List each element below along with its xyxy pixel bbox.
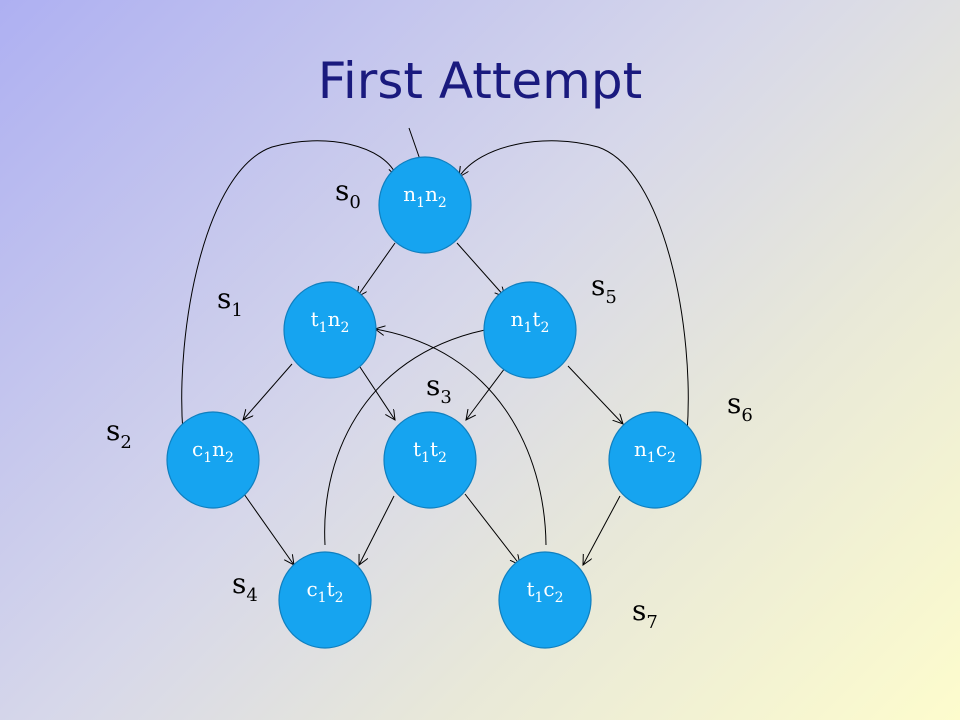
- edge-n1c2-t1c2: [583, 495, 621, 565]
- edge-n1c2-n1n2: [459, 140, 689, 434]
- edge-n1t2-t1t2: [466, 363, 509, 420]
- state-label-s0: s0: [335, 174, 361, 213]
- edge-c1t2-n1t2: [324, 328, 495, 546]
- state-node-circle: [483, 281, 577, 379]
- state-label-s6: s6: [727, 387, 753, 426]
- state-label-s1: s1: [217, 282, 243, 321]
- edge-n1t2-n1c2: [567, 365, 623, 424]
- state-node-circle: [498, 551, 592, 649]
- edge-t1n2-c1n2: [243, 363, 293, 420]
- state-node-circle: [378, 156, 472, 254]
- edge-c1n2-c1t2: [243, 493, 294, 565]
- state-label-s3: s3: [426, 369, 452, 408]
- state-node-n1n2: n1n2: [378, 156, 472, 254]
- state-node-label: c1t2: [306, 577, 343, 606]
- edge-t1t2-c1t2: [359, 495, 395, 565]
- state-node-t1c2: t1c2: [498, 551, 592, 649]
- state-node-circle: [278, 551, 372, 649]
- state-node-label: n1t2: [511, 307, 550, 336]
- edge-t1c2-t1n2: [375, 329, 547, 546]
- state-node-label: t1c2: [526, 577, 563, 606]
- edge-n1n2-t1n2: [357, 242, 396, 297]
- state-node-t1t2: t1t2: [383, 411, 477, 509]
- state-node-n1c2: n1c2: [608, 411, 702, 509]
- state-node-n1t2: n1t2: [483, 281, 577, 379]
- state-node-label: n1n2: [403, 182, 447, 211]
- state-label-s7: s7: [632, 594, 658, 633]
- state-label-s4: s4: [232, 567, 258, 606]
- state-node-c1t2: c1t2: [278, 551, 372, 649]
- state-node-label: n1c2: [634, 437, 676, 466]
- state-node-circle: [283, 281, 377, 379]
- state-node-label: t1n2: [311, 307, 350, 336]
- state-node-label: c1n2: [192, 437, 234, 466]
- state-node-circle: [608, 411, 702, 509]
- state-label-s2: s2: [106, 414, 132, 453]
- state-node-label: t1t2: [413, 437, 447, 466]
- state-node-circle: [383, 411, 477, 509]
- edge-n1n2-n1t2: [456, 242, 505, 297]
- edge-t1n2-t1t2: [357, 363, 395, 420]
- edge-t1t2-t1c2: [464, 493, 520, 565]
- state-node-c1n2: c1n2: [166, 411, 260, 509]
- edge-c1n2-n1n2: [181, 140, 397, 434]
- slide-title: First Attempt: [317, 52, 643, 110]
- state-node-circle: [166, 411, 260, 509]
- state-node-t1n2: t1n2: [283, 281, 377, 379]
- state-label-s5: s5: [591, 269, 617, 308]
